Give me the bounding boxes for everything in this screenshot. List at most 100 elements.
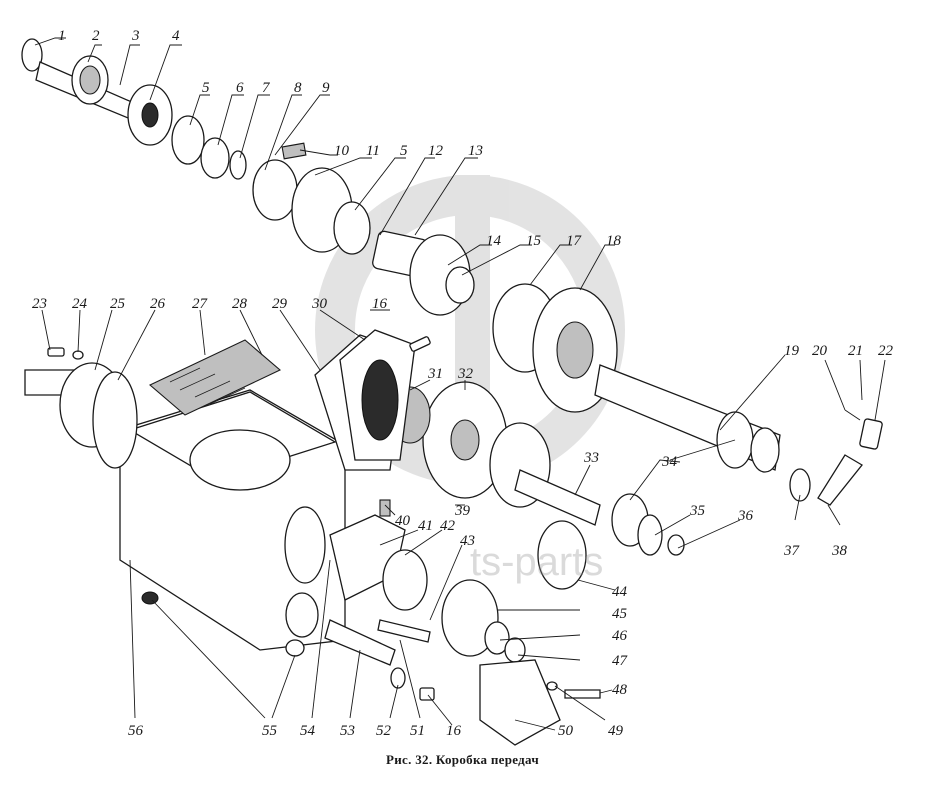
washer-part-24 <box>72 350 84 360</box>
ring-part-35a <box>750 427 780 473</box>
reverse-gear-assembly <box>389 381 685 590</box>
gasket-part-26 <box>92 371 138 469</box>
drain-plug-55 <box>141 591 159 605</box>
callout-25: 25 <box>110 296 126 312</box>
callout-49: 49 <box>608 723 624 739</box>
speedometer-drive-38 <box>817 454 863 506</box>
gear-part-44 <box>537 520 587 590</box>
callout-32: 32 <box>457 366 474 382</box>
callout-28: 28 <box>232 296 248 312</box>
washer-part-52 <box>390 667 406 689</box>
callout-17: 17 <box>566 233 583 249</box>
callout-18: 18 <box>606 233 622 249</box>
callout-12: 12 <box>428 143 444 159</box>
housing-bore-lower <box>285 592 319 638</box>
callout-10: 10 <box>334 143 350 159</box>
callout-36: 36 <box>737 508 754 524</box>
callout-53: 53 <box>340 723 355 739</box>
callout-11: 11 <box>366 143 380 159</box>
callout-13: 13 <box>468 143 483 159</box>
callout-43: 43 <box>460 533 475 549</box>
callout-42: 42 <box>440 518 456 534</box>
callout-4: 4 <box>172 28 180 44</box>
cover-window-30 <box>361 359 399 441</box>
ring-part-5 <box>171 115 205 165</box>
callout-22: 22 <box>878 343 894 359</box>
ring-part-1 <box>21 38 43 72</box>
plug-part-55b <box>285 639 305 657</box>
cover-slots <box>169 367 246 405</box>
callout-15: 15 <box>526 233 542 249</box>
callout-2: 2 <box>92 28 100 44</box>
bearing-inner <box>79 65 101 95</box>
ring-part-5b <box>333 201 371 255</box>
gearbox-housing <box>119 339 346 657</box>
ring-part-35b <box>637 514 663 556</box>
rear-cover-assembly <box>314 329 431 471</box>
snap-ring-7 <box>229 150 247 180</box>
callout-5b: 5 <box>400 143 408 159</box>
callout-7: 7 <box>262 80 271 96</box>
callout-34: 34 <box>661 454 678 470</box>
callout-40: 40 <box>395 513 411 529</box>
bearing-part-42 <box>382 549 428 611</box>
callout-3: 3 <box>131 28 140 44</box>
synchro-hub-8 <box>252 159 298 221</box>
callout-50: 50 <box>558 723 574 739</box>
callout-24: 24 <box>72 296 88 312</box>
bolt-part-23 <box>47 347 65 357</box>
callout-16a: 16 <box>372 296 388 312</box>
callout-55: 55 <box>262 723 278 739</box>
front-cover-assembly <box>24 347 138 469</box>
fitting-part-22 <box>859 418 883 450</box>
gear-hub-32 <box>450 419 480 461</box>
callout-39: 39 <box>454 503 471 519</box>
callout-47: 47 <box>612 653 629 669</box>
bolt-part-20 <box>844 409 861 421</box>
callout-labels: 1 2 3 4 5 6 7 8 9 10 11 5 12 13 14 15 17… <box>32 28 894 739</box>
cover-plate-27 <box>148 339 282 416</box>
ring-part-47 <box>504 637 526 663</box>
callout-14: 14 <box>486 233 502 249</box>
callout-21: 21 <box>848 343 863 359</box>
figure-caption: Рис. 32. Коробка передач <box>386 752 539 767</box>
callout-51: 51 <box>410 723 425 739</box>
bolt-part-48 <box>564 689 601 699</box>
watermark-text: ts-parts <box>470 540 604 584</box>
key-part-10 <box>281 142 307 160</box>
callout-54: 54 <box>300 723 316 739</box>
callout-31: 31 <box>427 366 443 382</box>
bearing-part-15 <box>445 266 475 304</box>
needle-bearing-6 <box>200 137 230 179</box>
housing-bore-rear <box>284 506 326 584</box>
callout-19: 19 <box>784 343 800 359</box>
callout-26: 26 <box>150 296 166 312</box>
cover-part-50 <box>479 659 561 746</box>
callout-23: 23 <box>32 296 47 312</box>
washer-part-36 <box>667 534 685 556</box>
callout-33: 33 <box>583 450 599 466</box>
callout-56: 56 <box>128 723 144 739</box>
callout-8: 8 <box>294 80 302 96</box>
callout-27: 27 <box>192 296 209 312</box>
callout-30: 30 <box>311 296 328 312</box>
callout-35: 35 <box>689 503 706 519</box>
countershaft-assembly <box>492 283 883 506</box>
callout-46: 46 <box>612 628 628 644</box>
callout-16b: 16 <box>446 723 462 739</box>
leader-lines <box>34 37 886 731</box>
shaft-part-53 <box>324 619 396 666</box>
callout-48: 48 <box>612 682 628 698</box>
gear-part-37 <box>789 468 811 502</box>
callout-9: 9 <box>322 80 330 96</box>
callout-45: 45 <box>612 606 628 622</box>
gear-hub-4 <box>141 102 159 128</box>
callout-41: 41 <box>418 518 433 534</box>
callout-5: 5 <box>202 80 210 96</box>
washer-part-49 <box>546 681 558 691</box>
callout-29: 29 <box>272 296 288 312</box>
bolt-part-16a <box>409 336 431 352</box>
flange-part-45 <box>441 579 499 657</box>
callout-20: 20 <box>812 343 828 359</box>
